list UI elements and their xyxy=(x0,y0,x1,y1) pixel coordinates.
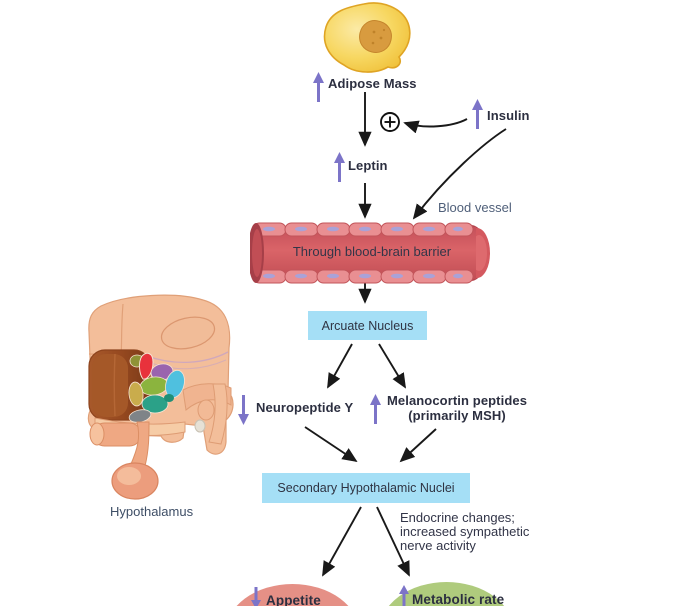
endocrine-note: Endocrine changes; increased sympathetic… xyxy=(400,511,529,553)
arrow-insulin-to-plus xyxy=(403,118,468,134)
melanocortin-label-line1: Melanocortin peptides xyxy=(386,393,528,408)
leptin-label: Leptin xyxy=(348,158,388,173)
hypothalamus-label: Hypothalamus xyxy=(110,504,194,519)
arcuate-nucleus-box: Arcuate Nucleus xyxy=(308,311,427,340)
metabolic-rate-label: Metabolic rate xyxy=(412,592,505,606)
decrease-arrow-icon xyxy=(251,587,261,606)
increase-arrow-icon xyxy=(399,585,409,606)
insulin-label: Insulin xyxy=(487,108,530,123)
arrow-arcuate-to-melanocortin xyxy=(378,343,406,389)
secondary-hypothalamic-nuclei-box: Secondary Hypothalamic Nuclei xyxy=(262,473,470,503)
blood-vessel-illustration xyxy=(250,222,490,284)
melanocortin-label: Melanocortin peptides (primarily MSH) xyxy=(384,393,530,423)
arrow-secondary-to-appetite xyxy=(322,506,362,577)
increase-arrow-icon xyxy=(334,152,345,182)
endocrine-note-line1: Endocrine changes; xyxy=(400,510,515,525)
endocrine-note-line3: nerve activity xyxy=(400,538,476,553)
blood-vessel-label: Blood vessel xyxy=(438,200,512,215)
increase-arrow-icon xyxy=(370,394,381,424)
arrow-npy-to-secondary xyxy=(304,426,358,463)
melanocortin-label-line2: (primarily MSH) xyxy=(408,407,506,423)
increase-arrow-icon xyxy=(313,72,324,102)
neuropeptide-y-label: Neuropeptide Y xyxy=(256,400,354,415)
arrow-arcuate-to-npy xyxy=(327,343,353,389)
hypothalamus-illustration xyxy=(87,294,234,500)
increase-arrow-icon xyxy=(472,99,483,129)
adipose-mass-label: Adipose Mass xyxy=(328,76,417,91)
decrease-arrow-icon xyxy=(238,395,249,425)
adipose-cell-illustration xyxy=(323,2,411,73)
endocrine-note-line2: increased sympathetic xyxy=(400,524,530,539)
arrow-melanocortin-to-secondary xyxy=(399,428,437,463)
appetite-label: Appetite xyxy=(266,593,321,606)
through-bbb-label: Through blood-brain barrier xyxy=(292,244,452,259)
stimulation-plus-icon xyxy=(380,112,400,132)
